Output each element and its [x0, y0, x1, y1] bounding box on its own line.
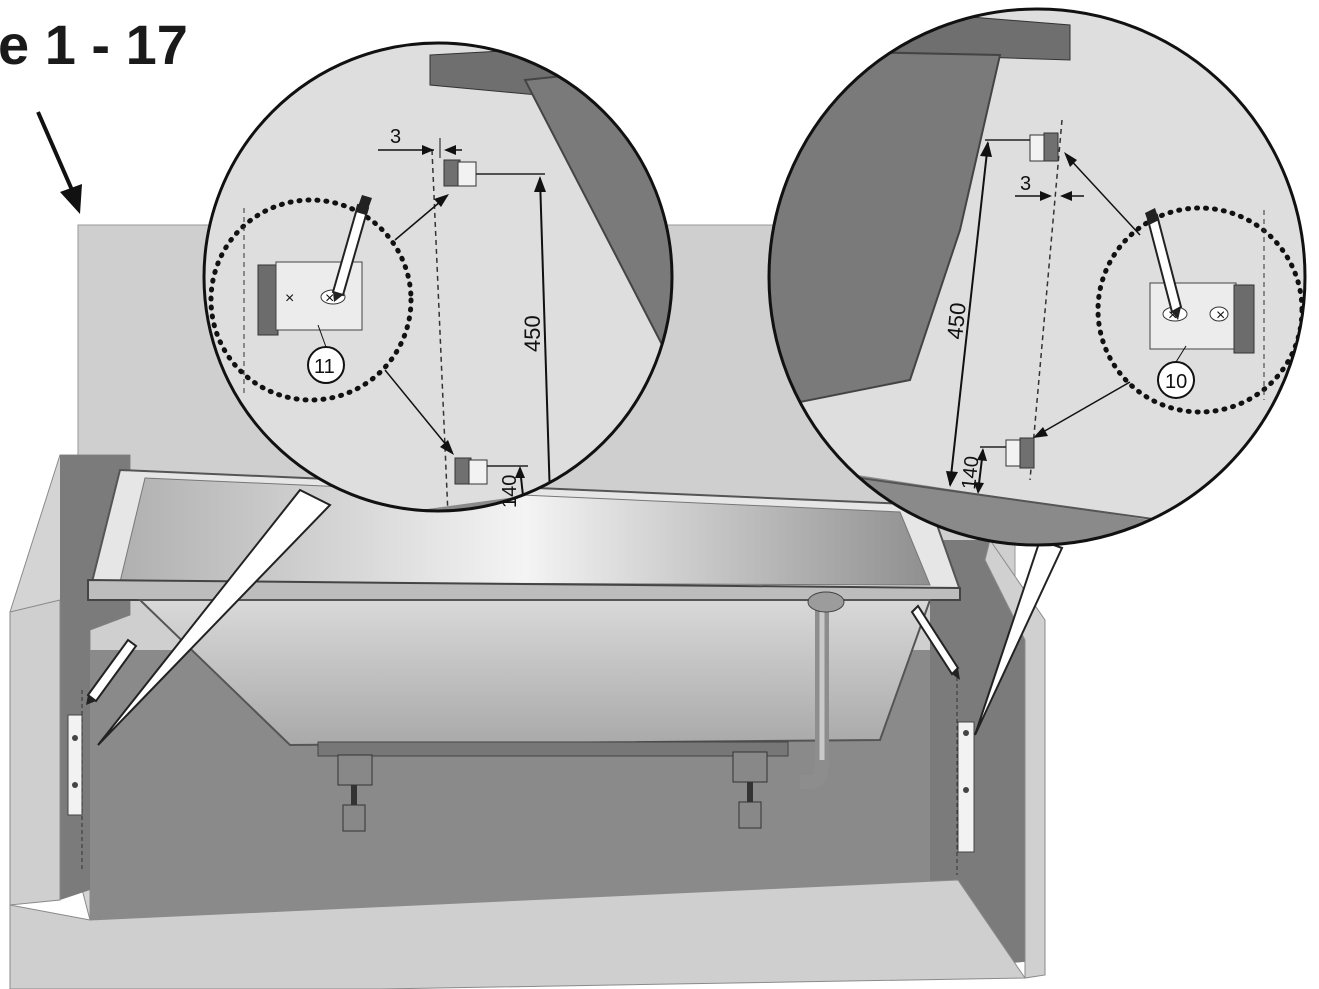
left-height-label: 450: [520, 315, 545, 352]
svg-text:×: ×: [325, 290, 334, 307]
left-callout-tail: [97, 488, 332, 746]
tub-foot-left: [337, 754, 373, 832]
svg-text:×: ×: [1168, 307, 1177, 324]
pointer-arrow: [36, 111, 82, 214]
right-part-label: 10: [1165, 371, 1187, 393]
left-offset-label: 3: [390, 126, 401, 148]
tub-foot-right: [732, 751, 768, 829]
left-wall-bracket: [67, 690, 83, 870]
pencil-icon: [910, 604, 960, 680]
right-offset-label: 3: [1020, 173, 1031, 195]
right-wall-bracket: [956, 670, 975, 875]
svg-text:×: ×: [285, 290, 294, 307]
drain-pipe: [800, 591, 845, 789]
right-low-label: 140: [958, 455, 983, 490]
figure-title: e 1 - 17: [0, 13, 188, 76]
pencil-icon: [86, 638, 138, 705]
left-enclosure-front: [9, 599, 61, 906]
left-part-label: 11: [314, 356, 335, 378]
right-height-label: 450: [942, 301, 971, 340]
left-low-label: 140: [499, 475, 521, 508]
svg-text:×: ×: [1216, 307, 1225, 324]
enclosure-base: [9, 879, 1026, 989]
